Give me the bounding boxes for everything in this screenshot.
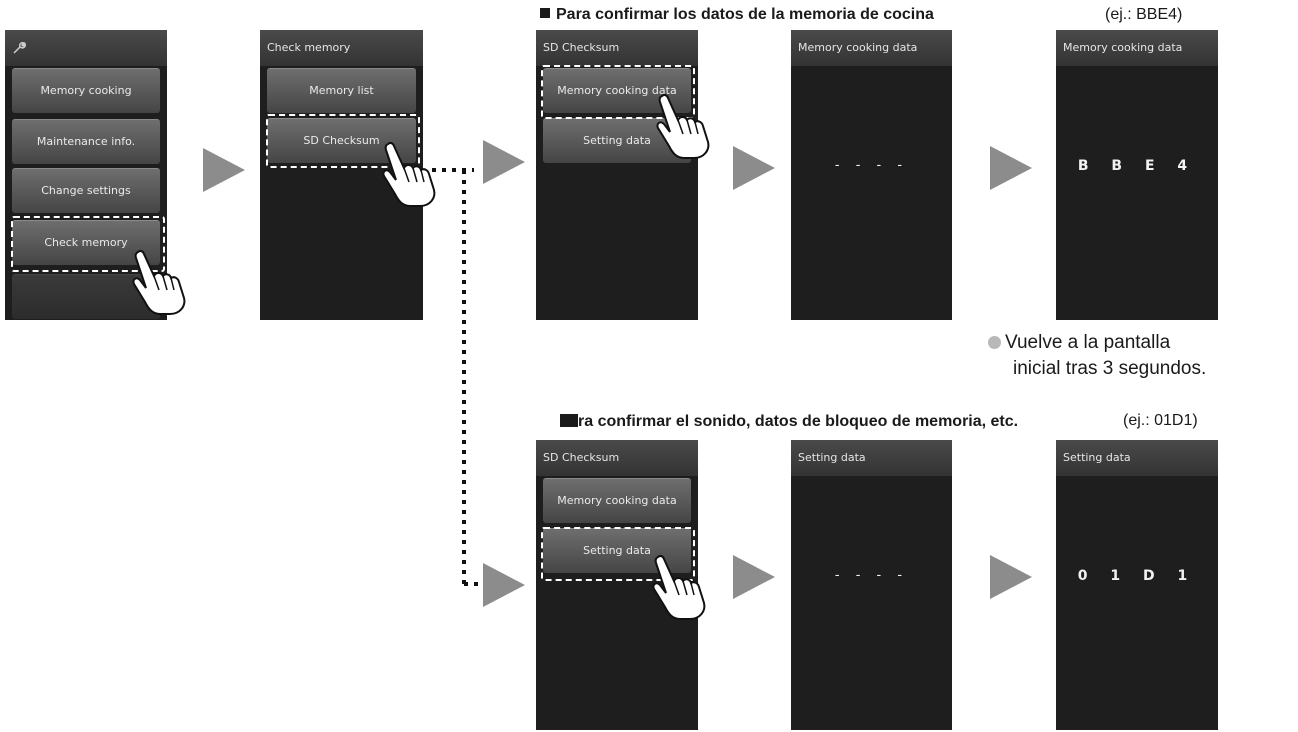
screen-setting-data-result: Setting data 0 1 D 1 — [1056, 440, 1218, 730]
flow-arrow-1 — [203, 148, 245, 192]
screen-main-menu: Memory cooking Maintenance info. Change … — [5, 30, 167, 320]
screen-memory-cooking-data-blank: Memory cooking data - - - - — [791, 30, 952, 320]
square-bullet-icon — [540, 8, 550, 18]
dotted-connector — [432, 168, 480, 586]
heading-memory-cooking: Para confirmar los datos de la memoria d… — [540, 6, 934, 24]
screen-setting-data-blank-title: Setting data — [791, 440, 952, 476]
flow-arrow-7 — [990, 555, 1032, 599]
heading-memory-cooking-text: Para confirmar los datos de la memoria d… — [556, 6, 934, 23]
screen-main-menu-header — [5, 30, 167, 66]
heading-setting-data: ra confirmar el sonido, datos de bloqueo… — [560, 413, 1018, 431]
memory-list-button[interactable]: Memory list — [267, 68, 416, 113]
screen-memory-cooking-data-result-title: Memory cooking data — [1056, 30, 1218, 66]
check-memory-highlight — [11, 216, 165, 272]
screen-check-memory-title: Check memory — [260, 30, 423, 66]
memory-cooking-data-highlight — [541, 65, 695, 119]
maintenance-info-button[interactable]: Maintenance info. — [12, 119, 160, 164]
checksum-placeholder: - - - - — [834, 158, 909, 173]
screen-sd-checksum-top: SD Checksum Memory cooking data Setting … — [536, 30, 698, 320]
screen-memory-cooking-data-result: Memory cooking data B B E 4 — [1056, 30, 1218, 320]
return-note-line2: inicial tras 3 segundos. — [1013, 358, 1207, 379]
flow-arrow-3 — [733, 146, 775, 190]
heading-setting-data-text: ra confirmar el sonido, datos de bloqueo… — [578, 413, 1019, 430]
screen-setting-data-result-title: Setting data — [1056, 440, 1218, 476]
pointing-hand-icon — [132, 249, 186, 315]
pointing-hand-icon — [652, 554, 706, 620]
return-note-line1: Vuelve a la pantalla — [988, 330, 1206, 356]
wrench-icon — [13, 42, 26, 54]
change-settings-button[interactable]: Change settings — [12, 168, 160, 213]
example-bbe4: (ej.: BBE4) — [1105, 6, 1183, 23]
return-note-line1-text: Vuelve a la pantalla — [1005, 332, 1171, 353]
flow-arrow-5 — [483, 563, 525, 607]
screen-sd-checksum-top-title: SD Checksum — [536, 30, 698, 66]
redaction-block-icon — [560, 414, 578, 427]
screen-check-memory: Check memory Memory list SD Checksum — [260, 30, 423, 320]
flow-arrow-2 — [483, 140, 525, 184]
setting-checksum-placeholder: - - - - — [834, 568, 909, 583]
memory-cooking-data-button[interactable]: Memory cooking data — [543, 68, 691, 113]
sd-checksum-highlight — [266, 114, 420, 168]
flow-arrow-6 — [733, 555, 775, 599]
round-bullet-icon — [988, 336, 1001, 349]
return-note: Vuelve a la pantalla inicial tras 3 segu… — [988, 330, 1206, 382]
pointing-hand-icon — [382, 141, 436, 207]
flow-arrow-4 — [990, 146, 1032, 190]
screen-memory-cooking-data-blank-title: Memory cooking data — [791, 30, 952, 66]
pointing-hand-icon — [656, 93, 710, 159]
memory-cooking-button[interactable]: Memory cooking — [12, 68, 160, 113]
memory-cooking-data-button[interactable]: Memory cooking data — [543, 478, 691, 523]
check-memory-button[interactable]: Check memory — [12, 220, 160, 265]
checksum-value-01d1: 0 1 D 1 — [1077, 568, 1197, 584]
example-01d1: (ej.: 01D1) — [1123, 412, 1198, 429]
checksum-value-bbe4: B B E 4 — [1077, 158, 1197, 174]
screen-setting-data-blank: Setting data - - - - — [791, 440, 952, 730]
screen-sd-checksum-bottom-title: SD Checksum — [536, 440, 698, 476]
setting-data-highlight — [541, 527, 695, 581]
